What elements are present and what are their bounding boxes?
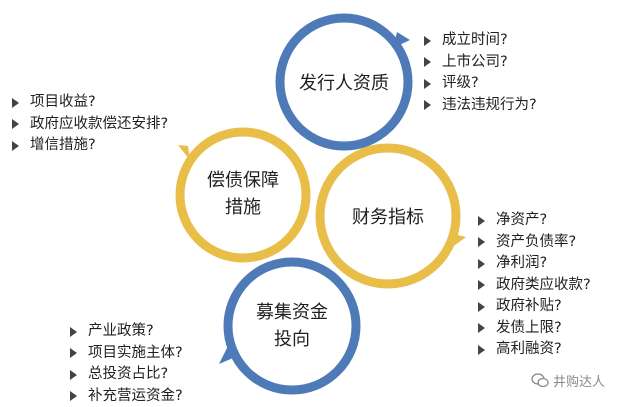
list-item: 净利润? bbox=[478, 253, 591, 275]
list-item-text: 产业政策? bbox=[88, 321, 154, 343]
list-item-text: 项目实施主体? bbox=[88, 343, 183, 365]
arrow-bullet-icon bbox=[478, 259, 485, 269]
list-item-text: 政府应收款偿还安排? bbox=[30, 114, 168, 136]
finance-node: 财务指标 bbox=[320, 148, 466, 284]
list-item: 政府应收款偿还安排? bbox=[12, 114, 168, 136]
finance-ring-arrowhead bbox=[447, 233, 466, 251]
arrow-bullet-icon bbox=[12, 119, 19, 129]
list-item: 产业政策? bbox=[70, 321, 183, 343]
arrow-bullet-icon bbox=[478, 216, 485, 226]
arrow-bullet-icon bbox=[424, 36, 431, 46]
arrow-bullet-icon bbox=[12, 98, 19, 108]
list-item: 高利融资? bbox=[478, 339, 591, 361]
list-item-text: 上市公司? bbox=[442, 52, 508, 74]
funds-node: 募集资金 投向 bbox=[219, 262, 356, 390]
list-item: 政府补贴? bbox=[478, 296, 591, 318]
list-item-text: 净资产? bbox=[496, 210, 547, 232]
issuer-criteria-list: 成立时间? 上市公司? 评级? 违法违规行为? bbox=[424, 30, 537, 116]
list-item-text: 评级? bbox=[442, 73, 479, 95]
list-item: 总投资占比? bbox=[70, 364, 183, 386]
list-item: 增信措施? bbox=[12, 135, 168, 157]
arrow-bullet-icon bbox=[70, 370, 77, 380]
list-item: 项目收益? bbox=[12, 92, 168, 114]
guarantee-criteria-list: 项目收益? 政府应收款偿还安排? 增信措施? bbox=[12, 92, 168, 157]
guarantee-label-line2: 措施 bbox=[225, 197, 261, 218]
list-item: 发债上限? bbox=[478, 318, 591, 340]
arrow-bullet-icon bbox=[424, 57, 431, 67]
arrow-bullet-icon bbox=[70, 391, 77, 401]
issuer-label: 发行人资质 bbox=[299, 73, 389, 94]
funds-label-line1: 募集资金 bbox=[256, 302, 328, 323]
list-item-text: 总投资占比? bbox=[88, 364, 168, 386]
list-item-text: 项目收益? bbox=[30, 92, 96, 114]
list-item-text: 补充营运资金? bbox=[88, 386, 183, 407]
list-item: 净资产? bbox=[478, 210, 591, 232]
issuer-node: 发行人资质 bbox=[280, 18, 410, 146]
list-item-text: 政府类应收款? bbox=[496, 275, 591, 297]
list-item: 成立时间? bbox=[424, 30, 537, 52]
watermark-text: 井购达人 bbox=[553, 371, 605, 390]
list-item: 补充营运资金? bbox=[70, 386, 183, 407]
list-item-text: 增信措施? bbox=[30, 135, 96, 157]
arrow-bullet-icon bbox=[70, 348, 77, 358]
list-item: 资产负债率? bbox=[478, 232, 591, 254]
guarantee-ring bbox=[180, 132, 306, 258]
finance-criteria-list: 净资产? 资产负债率? 净利润? 政府类应收款? 政府补贴? 发债上限? 高利融… bbox=[478, 210, 591, 361]
funds-criteria-list: 产业政策? 项目实施主体? 总投资占比? 补充营运资金? bbox=[70, 321, 183, 407]
arrow-bullet-icon bbox=[424, 79, 431, 89]
guarantee-label-line1: 偿债保障 bbox=[207, 170, 279, 191]
finance-label: 财务指标 bbox=[352, 207, 424, 228]
wechat-icon bbox=[531, 373, 549, 388]
arrow-bullet-icon bbox=[478, 323, 485, 333]
arrow-bullet-icon bbox=[478, 345, 485, 355]
arrow-bullet-icon bbox=[70, 327, 77, 337]
list-item: 评级? bbox=[424, 73, 537, 95]
arrow-bullet-icon bbox=[424, 100, 431, 110]
list-item: 项目实施主体? bbox=[70, 343, 183, 365]
list-item: 政府类应收款? bbox=[478, 275, 591, 297]
list-item-text: 净利润? bbox=[496, 253, 547, 275]
arrow-bullet-icon bbox=[478, 280, 485, 290]
list-item-text: 成立时间? bbox=[442, 30, 508, 52]
guarantee-node: 偿债保障 措施 bbox=[178, 132, 306, 258]
arrow-bullet-icon bbox=[12, 141, 19, 151]
list-item-text: 高利融资? bbox=[496, 339, 562, 361]
watermark: 井购达人 bbox=[531, 371, 605, 390]
list-item-text: 政府补贴? bbox=[496, 296, 562, 318]
funds-label-line2: 投向 bbox=[274, 329, 310, 350]
list-item-text: 发债上限? bbox=[496, 318, 562, 340]
list-item-text: 违法违规行为? bbox=[442, 95, 537, 117]
funds-ring bbox=[228, 262, 356, 390]
list-item: 上市公司? bbox=[424, 52, 537, 74]
arrow-bullet-icon bbox=[478, 302, 485, 312]
arrow-bullet-icon bbox=[478, 237, 485, 247]
list-item-text: 资产负债率? bbox=[496, 232, 576, 254]
list-item: 违法违规行为? bbox=[424, 95, 537, 117]
